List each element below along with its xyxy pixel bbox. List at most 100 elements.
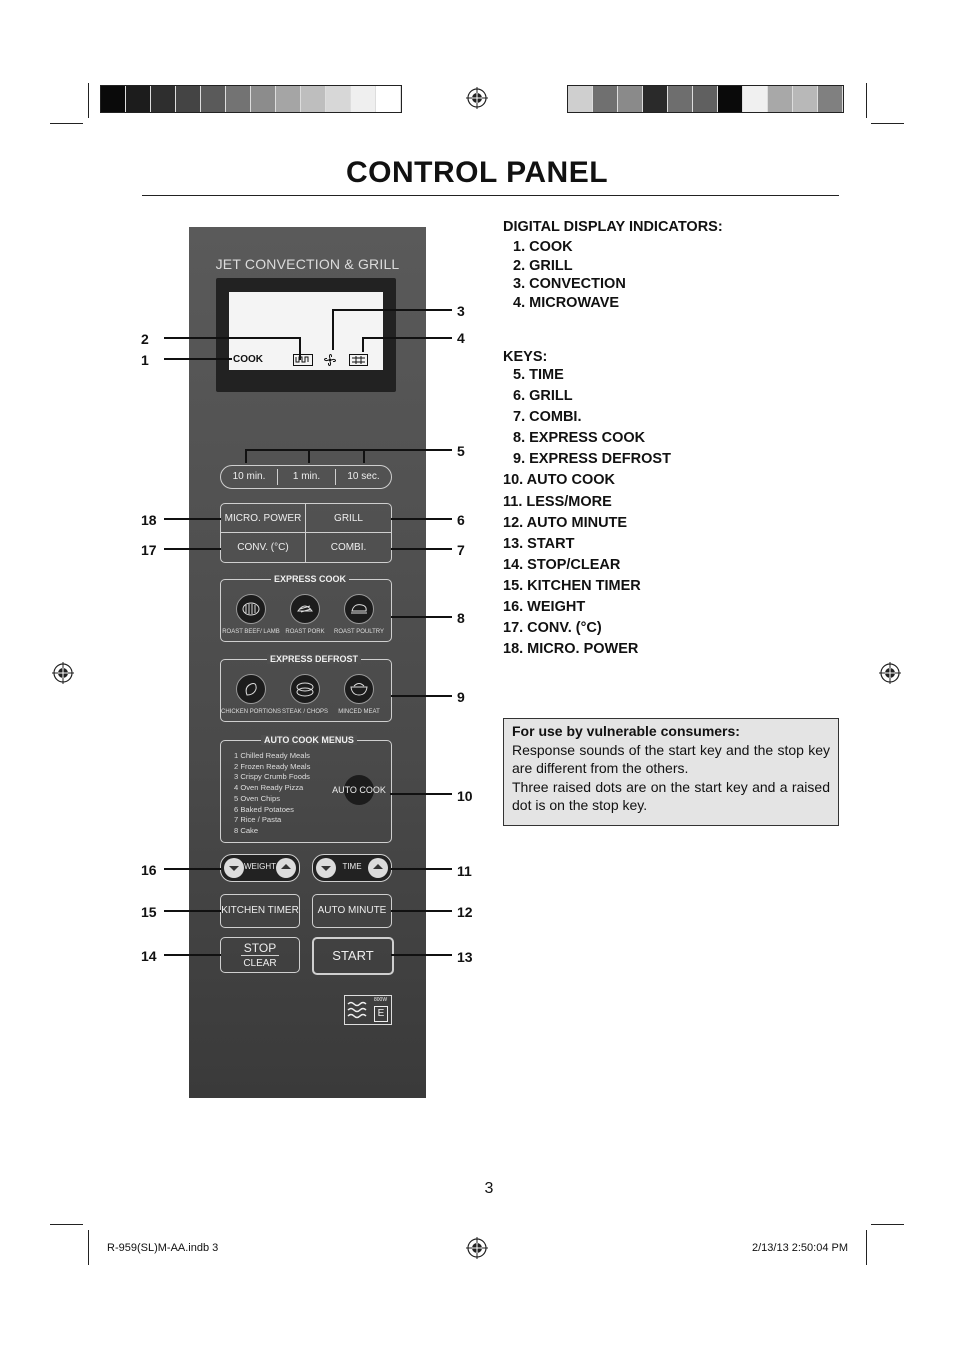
auto-cook-button[interactable] xyxy=(344,775,374,805)
key-item: 13. START xyxy=(503,535,575,552)
conv-button[interactable]: CONV. (°C) xyxy=(237,542,289,553)
micro-power-button[interactable]: MICRO. POWER xyxy=(224,513,302,524)
auto-cook-menu-item: 4 Oven Ready Pizza xyxy=(234,783,304,793)
indicator-item: 4. MICROWAVE xyxy=(513,294,620,311)
crop-mark xyxy=(866,1230,867,1265)
roast-poultry-label: ROAST POULTRY xyxy=(333,629,384,635)
registration-mark-icon xyxy=(52,662,74,684)
roast-beef-lamb-button[interactable] xyxy=(236,594,266,624)
callout-14: 14 xyxy=(141,948,157,964)
key-item: 17. CONV. (°C) xyxy=(503,620,602,637)
registration-mark-icon xyxy=(879,662,901,684)
color-swatch xyxy=(693,86,718,112)
time-10-sec-button[interactable]: 10 sec. xyxy=(347,471,380,482)
color-swatch xyxy=(226,86,251,112)
chicken-portions-label: CHICKEN PORTIONS xyxy=(221,709,281,715)
color-swatch xyxy=(768,86,793,112)
callout-10: 10 xyxy=(457,788,473,804)
key-item: 7. COMBI. xyxy=(513,409,582,426)
color-swatch xyxy=(101,86,126,112)
divider xyxy=(277,469,278,485)
callout-3: 3 xyxy=(457,303,465,319)
roast-pork-icon xyxy=(297,605,313,613)
color-swatch xyxy=(568,86,593,112)
minced-meat-icon xyxy=(350,683,368,696)
vulnerable-consumers-note: For use by vulnerable consumers: Respons… xyxy=(503,718,839,826)
callout-4: 4 xyxy=(457,330,465,346)
time-keys-group: 10 min. 1 min. 10 sec. xyxy=(220,465,392,489)
weight-control: WEIGHT xyxy=(220,854,300,882)
color-swatch xyxy=(176,86,201,112)
crop-mark xyxy=(88,83,89,118)
color-swatch xyxy=(376,86,401,112)
microwave-waves-icon xyxy=(347,1001,367,1019)
callout-8: 8 xyxy=(457,610,465,626)
time-less-button[interactable] xyxy=(316,858,336,878)
callout-16: 16 xyxy=(141,862,157,878)
steak-chops-label: STEAK / CHOPS xyxy=(281,709,328,715)
callout-5: 5 xyxy=(457,443,465,459)
registration-mark-icon xyxy=(466,1237,488,1259)
time-1-min-button[interactable]: 1 min. xyxy=(292,471,321,482)
grill-button[interactable]: GRILL xyxy=(334,513,363,524)
chicken-portions-icon xyxy=(245,683,257,696)
roast-poultry-icon xyxy=(351,604,367,614)
note-heading: For use by vulnerable consumers: xyxy=(512,723,740,739)
panel-brand: JET CONVECTION & GRILL xyxy=(215,256,400,272)
combi-button[interactable]: COMBI. xyxy=(330,542,367,553)
rating-power: 800W xyxy=(374,997,388,1003)
registration-mark-icon xyxy=(466,87,488,109)
stop-clear-button[interactable]: STOP CLEAR xyxy=(220,937,300,973)
weight-more-button[interactable] xyxy=(276,858,296,878)
chicken-portions-button[interactable] xyxy=(236,674,266,704)
minced-meat-label: MINCED MEAT xyxy=(338,709,380,715)
start-label: START xyxy=(332,948,374,963)
note-line-1: Response sounds of the start key and the… xyxy=(512,741,830,777)
mode-keys-group: MICRO. POWER GRILL CONV. (°C) COMBI. xyxy=(220,503,392,563)
callout-18: 18 xyxy=(141,512,157,528)
divider xyxy=(241,955,279,956)
roast-pork-button[interactable] xyxy=(290,594,320,624)
key-item: 18. MICRO. POWER xyxy=(503,641,639,658)
callout-12: 12 xyxy=(457,904,473,920)
indicator-item: 1. COOK xyxy=(513,239,573,255)
roast-beef-icon xyxy=(242,602,260,616)
callout-7: 7 xyxy=(457,542,465,558)
minced-meat-button[interactable] xyxy=(344,674,374,704)
time-10-min-button[interactable]: 10 min. xyxy=(232,471,266,482)
color-bar-right xyxy=(567,85,844,113)
auto-cook-title: AUTO COOK MENUS xyxy=(261,735,357,745)
clear-label: CLEAR xyxy=(243,958,277,969)
indicators-heading: DIGITAL DISPLAY INDICATORS: xyxy=(503,219,723,235)
footer-file: R-959(SL)M-AA.indb 3 xyxy=(107,1242,219,1254)
auto-minute-label: AUTO MINUTE xyxy=(317,905,387,916)
roast-beef-label: ROAST BEEF/ LAMB xyxy=(222,629,280,635)
crop-mark xyxy=(866,83,867,118)
express-defrost-title: EXPRESS DEFROST xyxy=(267,654,362,664)
auto-cook-menu-item: 7 Rice / Pasta xyxy=(234,815,282,825)
callout-17: 17 xyxy=(141,542,157,558)
time-more-button[interactable] xyxy=(368,858,388,878)
stop-label: STOP xyxy=(243,941,277,955)
crop-mark xyxy=(88,1230,89,1265)
microwave-indicator-icon xyxy=(349,354,368,366)
color-swatch xyxy=(126,86,151,112)
weight-label: WEIGHT xyxy=(244,862,276,871)
color-bar-left xyxy=(100,85,402,113)
note-line-2: Three raised dots are on the start key a… xyxy=(512,778,830,814)
express-cook-title: EXPRESS COOK xyxy=(271,574,350,584)
color-swatch xyxy=(593,86,618,112)
callout-13: 13 xyxy=(457,949,473,965)
steak-chops-button[interactable] xyxy=(290,674,320,704)
key-item: 6. GRILL xyxy=(513,388,573,405)
key-item: 8. EXPRESS COOK xyxy=(513,430,646,447)
key-item: 12. AUTO MINUTE xyxy=(503,514,628,531)
auto-cook-menu-item: 8 Cake xyxy=(234,825,259,835)
weight-less-button[interactable] xyxy=(224,858,244,878)
steak-chops-icon xyxy=(296,682,314,697)
roast-poultry-button[interactable] xyxy=(344,594,374,624)
color-swatch xyxy=(618,86,643,112)
display-frame: COOK xyxy=(216,278,396,392)
